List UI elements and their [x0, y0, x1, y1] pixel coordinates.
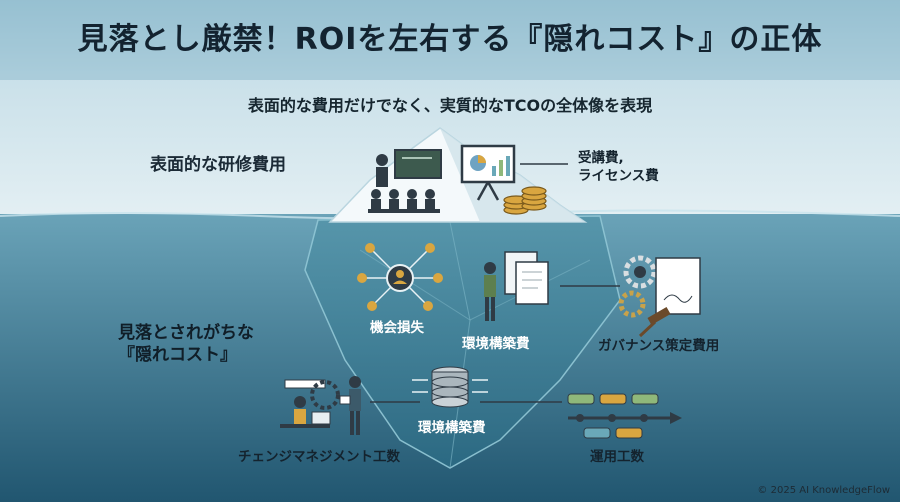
page-title: 見落とし厳禁！ROIを左右する『隠れコスト』の正体	[77, 22, 823, 57]
environment-cost-label-upper: 環境構築費	[462, 336, 530, 352]
operation-cost-label: 運用工数	[590, 449, 644, 465]
chart-board-icon	[460, 144, 516, 201]
surface-cost-heading: 表面的な研修費用	[150, 155, 286, 175]
license-cost-line2: ライセンス費	[578, 167, 659, 184]
change-management-label: チェンジマネジメント工数	[238, 449, 400, 465]
copyright-notice: © 2025 AI KnowledgeFlow	[757, 485, 890, 496]
environment-cost-label-lower: 環境構築費	[418, 420, 486, 436]
change-management-icon	[280, 376, 361, 435]
opportunity-loss-label: 機会損失	[370, 320, 424, 336]
hidden-cost-heading-line2: 『隠れコスト』	[118, 345, 237, 366]
license-cost-label: 受講費, ライセンス費	[578, 150, 659, 185]
database-icon	[412, 366, 488, 408]
hidden-cost-heading: 見落とされがちな 『隠れコスト』	[118, 322, 254, 366]
presentation-icon	[368, 149, 442, 213]
governance-icon	[618, 255, 701, 338]
page-subtitle: 表面的な費用だけでなく、実質的なTCOの全体像を表現	[247, 96, 653, 115]
title-band	[0, 0, 900, 80]
network-icon	[357, 243, 443, 311]
coins-icon	[503, 186, 547, 215]
license-cost-line1: 受講費,	[578, 150, 624, 166]
hidden-cost-heading-line1: 見落とされがちな	[118, 323, 254, 343]
person-documents-icon	[484, 251, 549, 321]
operations-timeline-icon	[567, 393, 682, 439]
governance-cost-label: ガバナンス策定費用	[598, 338, 720, 354]
